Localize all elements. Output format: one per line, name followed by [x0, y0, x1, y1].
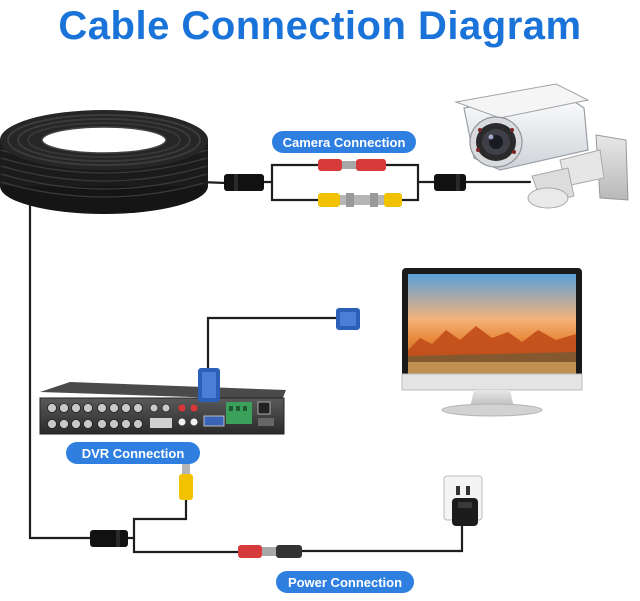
power-connectors: [238, 545, 302, 558]
diagram-title: Cable Connection Diagram: [58, 4, 582, 48]
security-camera: [454, 83, 629, 209]
monitor: [401, 268, 583, 417]
dvr-connection-label: DVR Connection: [66, 442, 200, 464]
vga-connector: [198, 308, 360, 402]
dvr-recorder: [39, 382, 286, 435]
dvr-bnc-connector: [179, 462, 193, 500]
cable-junction: [90, 530, 128, 547]
main-cables: [28, 163, 532, 554]
camera-connection-label: Camera Connection: [272, 131, 416, 153]
cable-coil: [0, 110, 208, 214]
power-outlet: [443, 475, 483, 526]
camera-side-connectors: [224, 159, 466, 207]
power-connection-label: Power Connection: [276, 571, 414, 593]
